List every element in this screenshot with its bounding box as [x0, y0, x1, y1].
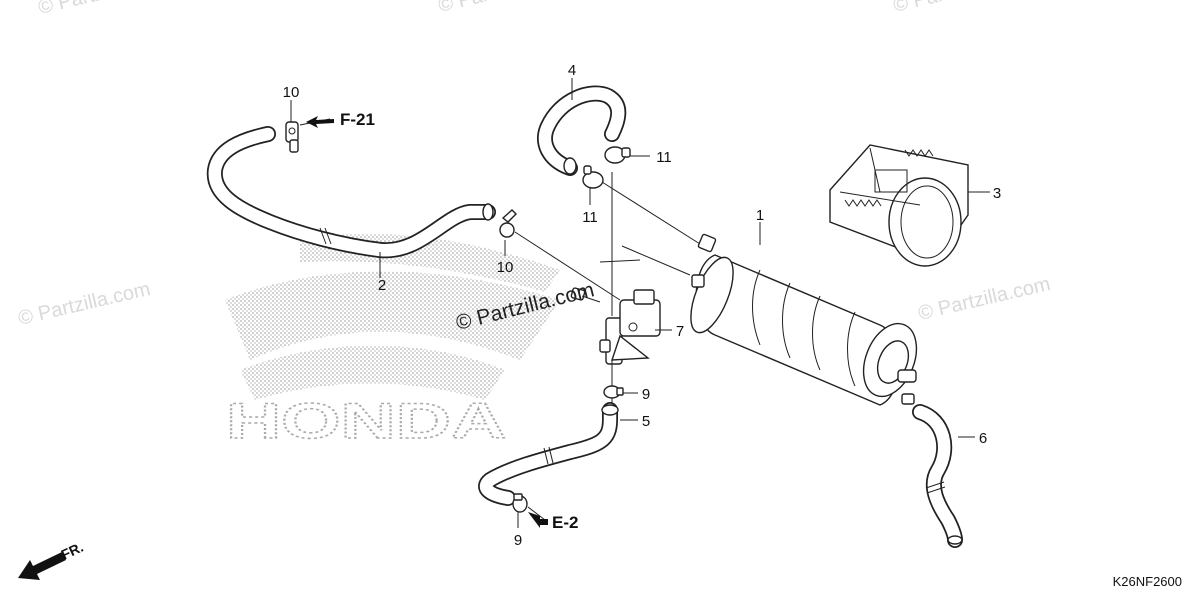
clamp-10-upper	[285, 121, 299, 153]
leader-lines	[290, 78, 990, 528]
clamp-11-lower	[582, 165, 604, 189]
hose-6	[912, 404, 963, 548]
clamp-10-lower	[499, 209, 517, 238]
hose-4	[537, 85, 627, 176]
ref-e2: E-2	[552, 513, 578, 532]
hose-5	[478, 402, 619, 506]
arrow-e2	[528, 512, 548, 528]
callout-6: 6	[979, 430, 987, 447]
clamp-11-upper	[604, 146, 631, 164]
callout-2: 2	[378, 277, 386, 294]
callout-11-right: 11	[656, 149, 672, 166]
callouts: 1 2 3 4 5 6 7 9 9 10 10 11 11	[283, 62, 1002, 549]
honda-logo-text: HONDA	[226, 393, 506, 449]
callout-5: 5	[642, 413, 650, 430]
watermark-right: © Partzilla.com	[916, 273, 1052, 325]
clamp-9-upper	[603, 385, 624, 399]
callout-3: 3	[993, 185, 1001, 202]
callout-10-lower: 10	[497, 259, 514, 276]
callout-7: 7	[676, 323, 684, 340]
callout-9-upper: 9	[642, 386, 650, 403]
purge-valve-7	[599, 289, 661, 365]
front-label: FR.	[59, 539, 86, 563]
canister-band-3	[829, 144, 969, 267]
canister-1	[690, 233, 918, 406]
watermark-top-center: © Partzilla.com	[436, 0, 572, 17]
bolt	[570, 287, 601, 303]
callout-11-lower: 11	[582, 209, 598, 226]
watermark-top-left: © Partzilla.com	[36, 0, 172, 19]
watermark-left: © Partzilla.com	[16, 278, 152, 330]
callout-4: 4	[568, 62, 576, 79]
watermark-top-right: © Partzilla.com	[891, 0, 1027, 17]
callout-9-lower: 9	[514, 532, 522, 549]
callout-10-upper: 10	[283, 84, 300, 101]
front-arrow: FR.	[18, 539, 86, 580]
diagram-code: K26NF2600	[1113, 574, 1182, 589]
arrow-f21	[306, 116, 334, 128]
hose-2	[206, 126, 496, 259]
callout-1: 1	[756, 207, 764, 224]
ref-f21: F-21	[340, 110, 375, 129]
clamp-9-lower	[512, 493, 528, 513]
